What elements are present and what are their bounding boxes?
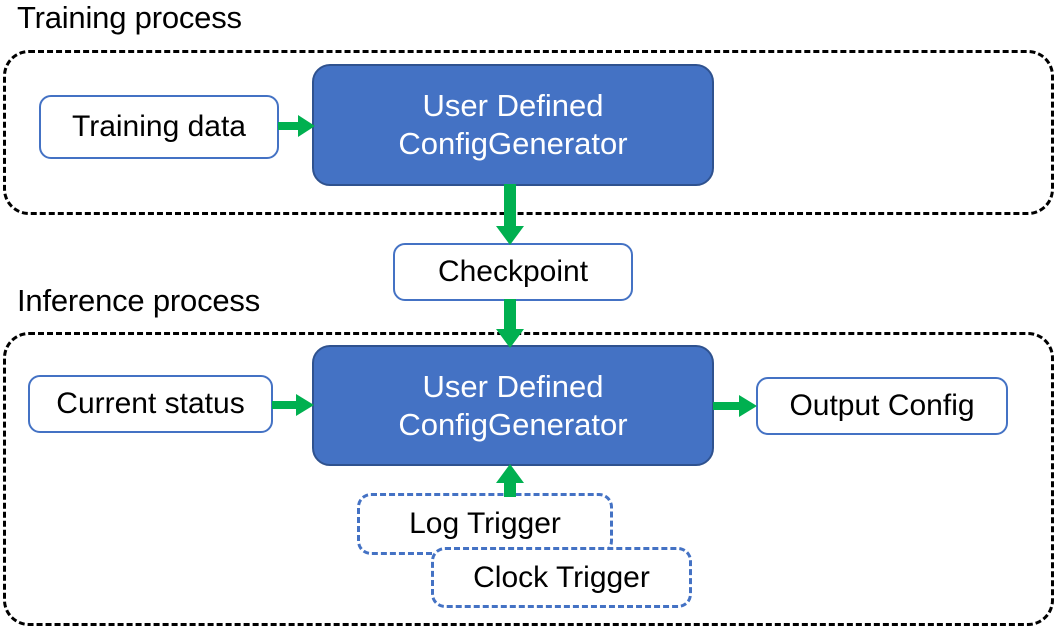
node-current-status[interactable]: Current status — [28, 375, 273, 433]
node-training-data[interactable]: Training data — [39, 95, 279, 159]
arrow-generator-to-checkpoint — [496, 184, 530, 246]
node-checkpoint[interactable]: Checkpoint — [393, 243, 633, 301]
inference-process-caption: Inference process — [17, 283, 261, 318]
node-output-config[interactable]: Output Config — [756, 377, 1008, 435]
arrow-current-status-to-generator — [272, 390, 316, 420]
node-log-trigger-label: Log Trigger — [409, 507, 561, 540]
node-current-status-label: Current status — [56, 387, 245, 420]
node-clock-trigger[interactable]: Clock Trigger — [431, 547, 692, 608]
node-training-config-generator-line2: ConfigGenerator — [398, 126, 628, 161]
node-checkpoint-label: Checkpoint — [437, 255, 589, 288]
node-inference-config-generator-line1: User Defined — [422, 368, 604, 404]
node-inference-config-generator-line2: ConfigGenerator — [398, 406, 628, 442]
node-training-config-generator-line1: User Defined — [422, 88, 604, 123]
arrow-triggers-to-generator — [496, 464, 530, 498]
node-training-data-label: Training data — [72, 110, 246, 143]
training-process-caption: Training process — [17, 0, 242, 35]
node-clock-trigger-label: Clock Trigger — [473, 560, 650, 594]
training-process-container — [3, 50, 1054, 215]
arrow-generator-to-output-config — [713, 391, 759, 421]
arrow-checkpoint-to-generator — [496, 299, 530, 349]
node-log-trigger[interactable]: Log Trigger — [357, 493, 613, 555]
inference-process-container — [3, 332, 1054, 626]
node-output-config-label: Output Config — [789, 389, 975, 422]
arrow-training-data-to-generator — [278, 111, 316, 141]
node-inference-config-generator[interactable]: User Defined ConfigGenerator — [312, 345, 714, 466]
node-training-config-generator[interactable]: User Defined ConfigGenerator — [312, 64, 714, 186]
